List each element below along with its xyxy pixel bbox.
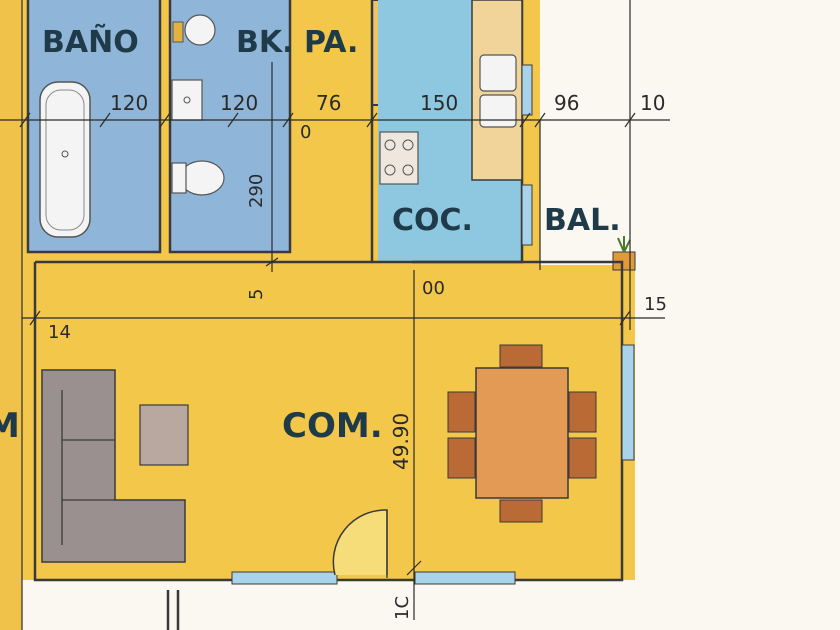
living-room-wall <box>33 260 624 582</box>
dimension-label: 150 <box>420 91 458 115</box>
kitchen-sink-2 <box>479 94 517 128</box>
chair <box>568 391 597 433</box>
chair <box>499 499 543 523</box>
bathtub-inner <box>45 89 85 231</box>
burner-icon <box>384 139 396 151</box>
kitchen-sink <box>479 54 517 92</box>
plant-icon <box>617 236 631 253</box>
left-strip <box>0 0 22 630</box>
balcony-gap <box>540 0 635 265</box>
door-swing <box>332 509 388 576</box>
room-label-toilet: BK. PA. <box>236 25 358 60</box>
dimension-label: 10 <box>640 91 665 115</box>
room-label-kitchen: COC. <box>392 203 473 238</box>
bathroom-wall <box>26 0 162 254</box>
dimension-label: 0 <box>300 122 311 143</box>
toilet-top-icon <box>184 14 216 46</box>
sink <box>171 79 203 121</box>
coffee-table <box>139 404 189 466</box>
burner-icon <box>402 139 414 151</box>
chair <box>568 437 597 479</box>
toilet-top-tank <box>172 21 184 43</box>
dimension-label: 5 <box>246 289 267 300</box>
room-label-dining: COM. <box>282 406 383 446</box>
toilet-room-floor <box>170 0 290 252</box>
dimension-label: 96 <box>554 91 579 115</box>
dimension-label: 00 <box>422 278 445 299</box>
chair <box>499 344 543 368</box>
window-east <box>621 344 635 461</box>
dimension-label: 1C <box>392 596 413 620</box>
stove <box>379 131 419 185</box>
kitchen-window-2 <box>521 184 533 246</box>
kitchen-window <box>521 64 533 116</box>
dining-table <box>475 367 569 499</box>
sink-drain-icon <box>183 96 191 104</box>
dimension-label: 290 <box>246 174 267 208</box>
chair <box>447 391 476 433</box>
room-label-bathroom: BAÑO <box>42 23 139 60</box>
chair <box>447 437 476 479</box>
sofa <box>41 369 186 563</box>
room-label-partial: M <box>0 406 20 446</box>
toilet-room-wall <box>168 0 292 254</box>
dimension-label: 15 <box>644 294 667 315</box>
toilet-bowl <box>179 160 225 196</box>
dimension-label: 120 <box>220 91 258 115</box>
dimension-label: 76 <box>316 91 341 115</box>
bathtub <box>39 81 91 238</box>
burner-icon <box>402 164 414 176</box>
window-south <box>231 571 338 585</box>
toilet-tank <box>171 162 187 194</box>
tick-marks <box>19 112 636 576</box>
window-south-2 <box>414 571 516 585</box>
dimension-label: 120 <box>110 91 148 115</box>
room-label-balcony: BAL. <box>544 203 621 238</box>
drain-icon <box>61 150 69 158</box>
dimension-label: 14 <box>48 322 71 343</box>
dimension-label: 49.90 <box>389 413 413 470</box>
burner-icon <box>384 164 396 176</box>
